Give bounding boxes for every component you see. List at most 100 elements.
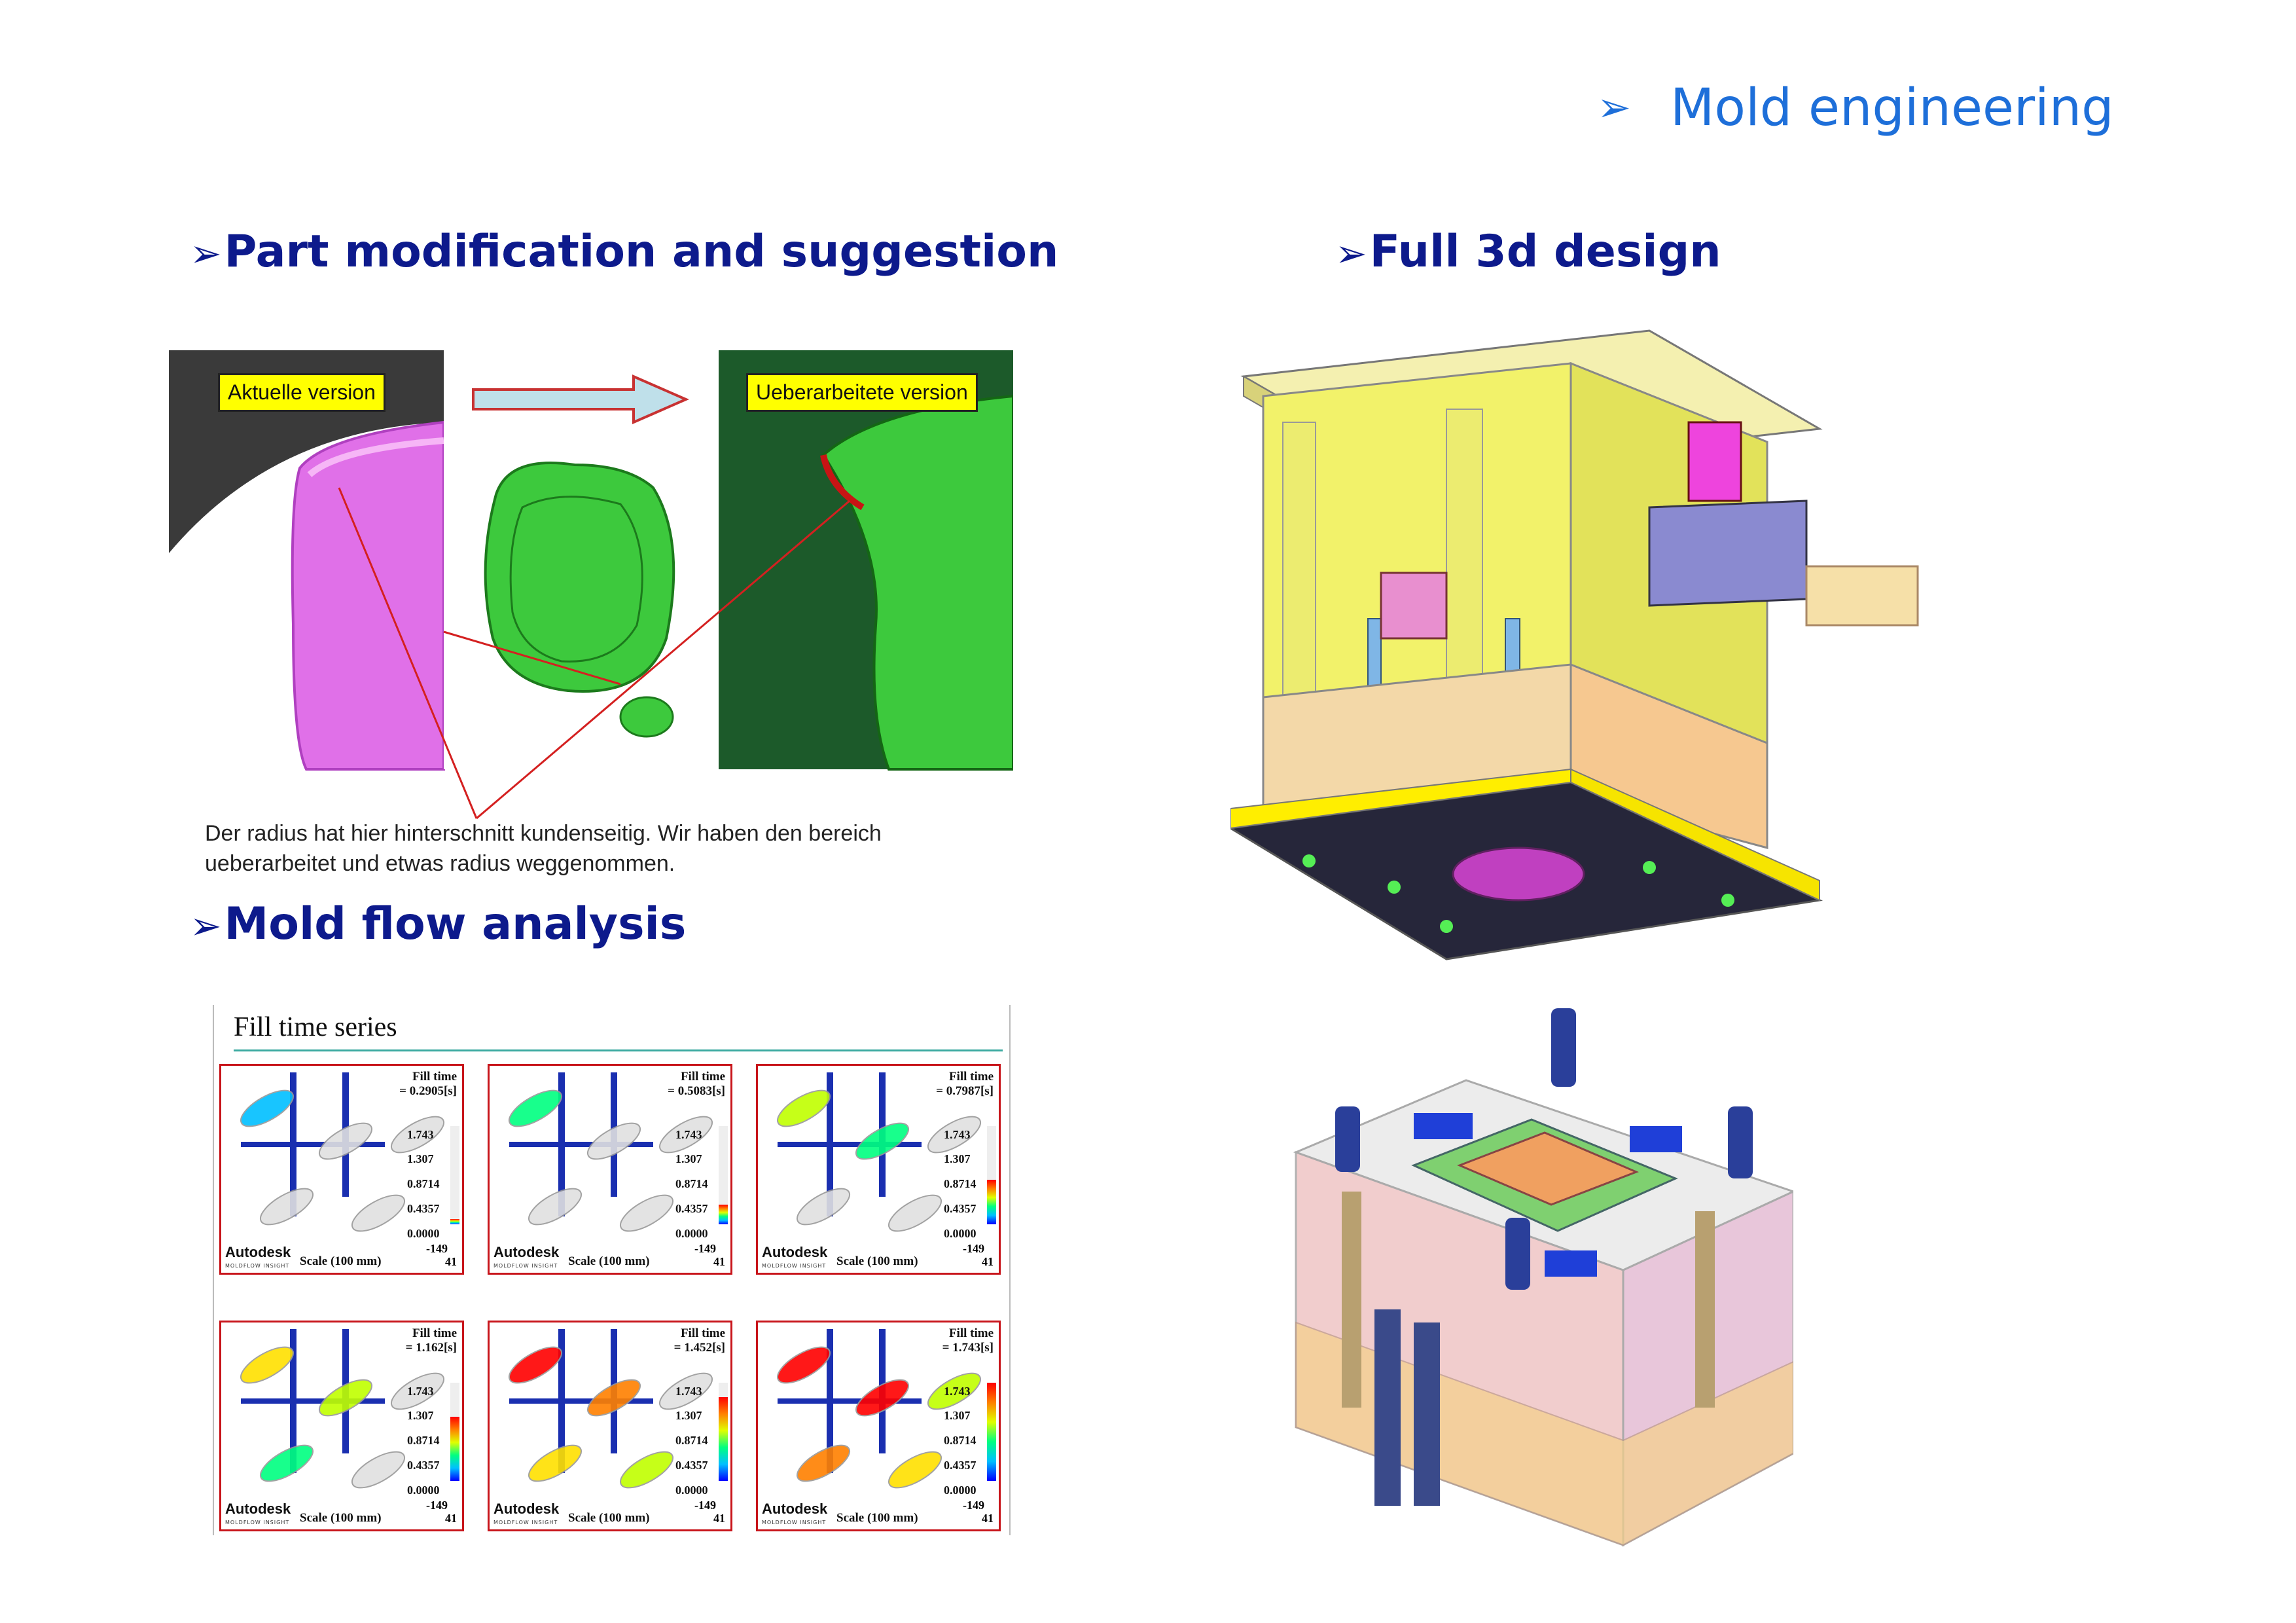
fill-time-label: Fill time= 1.452[s] [673, 1326, 725, 1355]
fill-time-label: Fill time= 1.162[s] [405, 1326, 457, 1355]
color-scale-fill [719, 1205, 728, 1224]
scale-value: 1.307 [675, 1152, 702, 1165]
fill-time-label: Fill time= 0.2905[s] [399, 1070, 457, 1098]
corner-number: -149 [426, 1242, 448, 1255]
heading-mold-flow-analysis: ➢Mold flow analysis [190, 898, 687, 950]
scale-text: Scale (100 mm) [836, 1254, 918, 1268]
part-flow-graphic [777, 1072, 981, 1232]
scale-value: 0.0000 [407, 1484, 440, 1497]
part-caption: Der radius hat hier hinterschnitt kunden… [205, 821, 882, 876]
corner-number: -149 [426, 1499, 448, 1512]
autodesk-logo: Autodesk [493, 1244, 560, 1260]
scale-value: 0.8714 [944, 1177, 977, 1190]
scale-value: 0.4357 [407, 1202, 440, 1215]
fill-time-label: Fill time= 0.7987[s] [936, 1070, 994, 1098]
scale-value: 0.8714 [407, 1177, 440, 1190]
bullet-arrow-icon: ➢ [1335, 231, 1367, 276]
fill-time-cell: Fill time= 1.162[s] 1.743 1.307 0.8714 0.435… [219, 1321, 464, 1531]
autodesk-logo: Autodesk [493, 1501, 560, 1517]
page-title: ➢Mold engineering [1597, 79, 2114, 137]
scale-value: 0.8714 [944, 1434, 977, 1447]
scale-value: 1.743 [407, 1128, 434, 1141]
fill-time-series-title: Fill time series [234, 1012, 397, 1042]
mold-3d-transparent-image [1293, 1008, 1793, 1547]
mold-3d-design-image [1230, 329, 1919, 960]
fill-time-cell: Fill time= 0.7987[s] 1.743 1.307 0.8714 0.43… [756, 1064, 1001, 1275]
scale-value: 0.8714 [675, 1434, 708, 1447]
scale-value: 1.743 [944, 1128, 971, 1141]
moldflow-subtitle: MOLDFLOW INSIGHT [493, 1520, 558, 1525]
color-scale-bar [450, 1126, 459, 1224]
scale-value: 1.307 [407, 1409, 434, 1422]
corner-number: -149 [694, 1499, 716, 1512]
autodesk-logo: Autodesk [762, 1501, 828, 1517]
part-comparison-graphic [169, 350, 1013, 820]
heading-full-3d-design: ➢Full 3d design [1335, 226, 1721, 278]
current-version-tag: Aktuelle version [218, 373, 386, 412]
corner-number: -149 [963, 1499, 984, 1512]
bullet-arrow-icon: ➢ [190, 903, 222, 948]
scale-value: 0.4357 [407, 1459, 440, 1472]
scale-value: 0.8714 [675, 1177, 708, 1190]
scale-value: 0.0000 [944, 1227, 977, 1240]
fill-time-series-panel: Fill time series Fill time= 0.2905[s] 1.7… [213, 1005, 1011, 1535]
scale-value: 1.307 [944, 1152, 971, 1165]
scale-value: 0.4357 [944, 1459, 977, 1472]
corner-number: 41 [982, 1512, 994, 1525]
title-divider [234, 1049, 1003, 1051]
fill-time-cell: Fill time= 1.452[s] 1.743 1.307 0.8714 0.435… [488, 1321, 732, 1531]
corner-number: 41 [445, 1512, 457, 1525]
color-scale-fill [719, 1397, 728, 1481]
scale-value: 0.0000 [407, 1227, 440, 1240]
moldflow-subtitle: MOLDFLOW INSIGHT [493, 1263, 558, 1269]
scale-value: 1.307 [675, 1409, 702, 1422]
part-flow-graphic [509, 1329, 713, 1489]
scale-value: 0.0000 [675, 1484, 708, 1497]
corner-number: 41 [982, 1255, 994, 1268]
color-scale-fill [450, 1219, 459, 1224]
corner-number: 41 [713, 1512, 725, 1525]
scale-value: 1.743 [944, 1385, 971, 1398]
autodesk-logo: Autodesk [225, 1501, 291, 1517]
scale-text: Scale (100 mm) [568, 1254, 650, 1268]
scale-text: Scale (100 mm) [568, 1511, 650, 1525]
scale-value: 0.4357 [944, 1202, 977, 1215]
scale-value: 1.743 [675, 1385, 702, 1398]
scale-value: 0.0000 [675, 1227, 708, 1240]
scale-text: Scale (100 mm) [300, 1254, 382, 1268]
color-scale-fill [987, 1180, 996, 1224]
scale-value: 0.4357 [675, 1202, 708, 1215]
part-flow-graphic [240, 1072, 444, 1232]
color-scale-bar [719, 1126, 728, 1224]
moldflow-subtitle: MOLDFLOW INSIGHT [225, 1263, 290, 1269]
scale-value: 1.307 [407, 1152, 434, 1165]
scale-value: 0.0000 [944, 1484, 977, 1497]
scale-value: 0.8714 [407, 1434, 440, 1447]
color-scale-fill [450, 1417, 459, 1481]
corner-number: -149 [694, 1242, 716, 1255]
corner-number: 41 [713, 1255, 725, 1268]
corner-number: 41 [445, 1255, 457, 1268]
part-flow-graphic [777, 1329, 981, 1489]
moldflow-subtitle: MOLDFLOW INSIGHT [225, 1520, 290, 1525]
revised-version-tag: Ueberarbeitete version [746, 373, 978, 412]
page-title-text: Mold engineering [1670, 79, 2114, 137]
autodesk-logo: Autodesk [225, 1244, 291, 1260]
corner-number: -149 [963, 1242, 984, 1255]
moldflow-subtitle: MOLDFLOW INSIGHT [762, 1520, 827, 1525]
scale-text: Scale (100 mm) [300, 1511, 382, 1525]
color-scale-fill [987, 1383, 996, 1481]
fill-time-label: Fill time= 1.743[s] [942, 1326, 994, 1355]
fill-time-cell: Fill time= 0.2905[s] 1.743 1.307 0.8714 0.43… [219, 1064, 464, 1275]
bullet-arrow-icon: ➢ [190, 231, 222, 276]
scale-value: 1.307 [944, 1409, 971, 1422]
moldflow-subtitle: MOLDFLOW INSIGHT [762, 1263, 827, 1269]
scale-value: 0.4357 [675, 1459, 708, 1472]
scale-value: 1.743 [675, 1128, 702, 1141]
part-flow-graphic [240, 1329, 444, 1489]
fill-time-cell: Fill time= 1.743[s] 1.743 1.307 0.8714 0.435… [756, 1321, 1001, 1531]
scale-text: Scale (100 mm) [836, 1511, 918, 1525]
scale-value: 1.743 [407, 1385, 434, 1398]
part-flow-graphic [509, 1072, 713, 1232]
